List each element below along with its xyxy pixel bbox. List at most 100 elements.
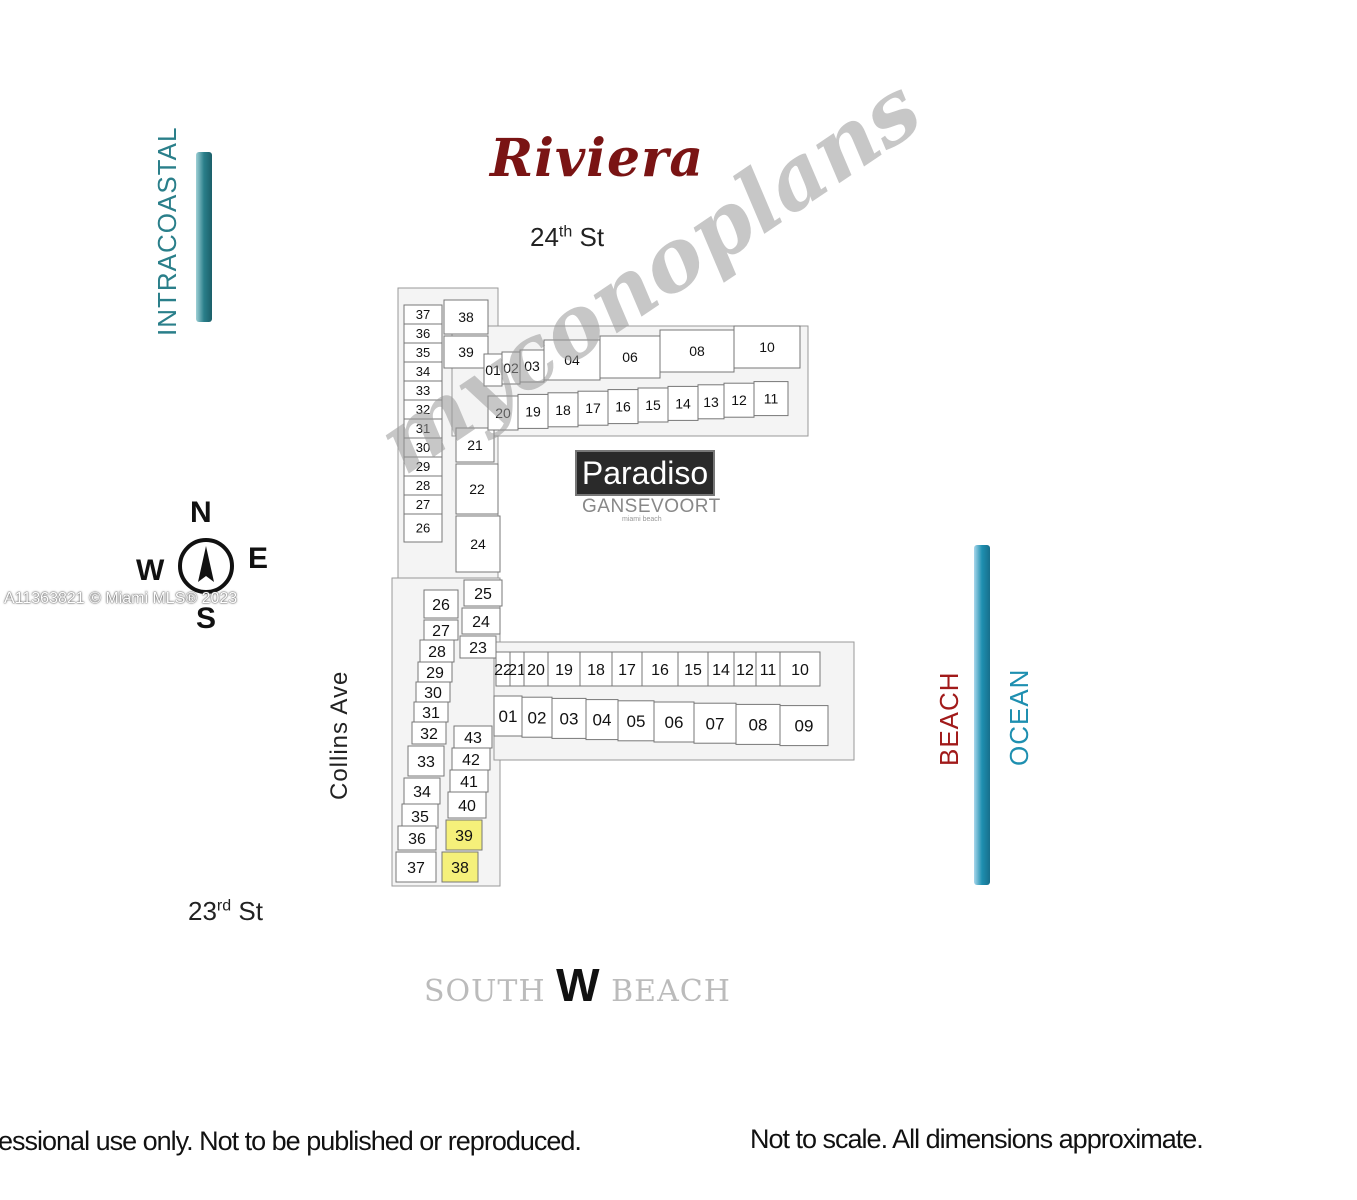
unit-north-outer-36: 36 bbox=[403, 323, 443, 344]
unit-south-inner-24: 24 bbox=[461, 607, 501, 635]
unit-south-inner-38: 38 bbox=[441, 851, 479, 883]
svg-text:29: 29 bbox=[416, 459, 430, 474]
unit-south-top-21: 21 bbox=[508, 651, 526, 687]
unit-north-bottom-13: 13 bbox=[697, 384, 725, 420]
south-w-beach-logo: SOUTH W BEACH bbox=[424, 958, 731, 1012]
svg-text:24: 24 bbox=[470, 536, 486, 552]
svg-text:20: 20 bbox=[527, 662, 545, 679]
svg-text:10: 10 bbox=[759, 339, 775, 355]
unit-south-bottom-07: 07 bbox=[693, 702, 737, 744]
unit-north-top-02: 02 bbox=[501, 351, 521, 385]
svg-text:22: 22 bbox=[494, 662, 512, 679]
svg-text:14: 14 bbox=[675, 395, 691, 411]
svg-text:34: 34 bbox=[416, 364, 430, 379]
unit-south-outer-32: 32 bbox=[411, 721, 447, 745]
svg-text:36: 36 bbox=[408, 831, 426, 848]
svg-text:32: 32 bbox=[420, 726, 438, 743]
unit-south-bottom-01: 01 bbox=[493, 695, 523, 737]
unit-south-bottom-03: 03 bbox=[551, 697, 587, 739]
unit-south-outer-28: 28 bbox=[419, 639, 455, 663]
unit-south-top-16: 16 bbox=[641, 651, 679, 687]
gansevoort-logo: GANSEVOORT bbox=[582, 496, 721, 517]
svg-text:02: 02 bbox=[503, 360, 519, 376]
svg-text:30: 30 bbox=[416, 440, 430, 455]
miami-beach-text: miami beach bbox=[622, 516, 662, 523]
unit-north-outer-26: 26 bbox=[403, 513, 443, 543]
unit-north-outer-34: 34 bbox=[403, 361, 443, 382]
unit-south-top-10: 10 bbox=[779, 651, 821, 687]
svg-text:28: 28 bbox=[416, 478, 430, 493]
svg-text:38: 38 bbox=[451, 860, 469, 877]
unit-south-top-18: 18 bbox=[579, 651, 613, 687]
svg-text:18: 18 bbox=[587, 662, 605, 679]
svg-text:33: 33 bbox=[417, 754, 435, 771]
unit-north-outer-35: 35 bbox=[403, 342, 443, 363]
unit-north-inner-38: 38 bbox=[443, 299, 489, 335]
compass-n: N bbox=[190, 496, 212, 529]
footer-disclaimer-right: Not to scale. All dimensions approximate… bbox=[750, 1124, 1204, 1154]
svg-text:43: 43 bbox=[464, 730, 482, 747]
svg-text:37: 37 bbox=[416, 307, 430, 322]
unit-south-top-22: 22 bbox=[494, 651, 512, 687]
unit-north-inner-24: 24 bbox=[455, 515, 501, 573]
svg-text:08: 08 bbox=[689, 343, 705, 359]
svg-text:23: 23 bbox=[469, 640, 487, 657]
swb-beach: BEACH bbox=[611, 974, 731, 1009]
unit-south-inner-39: 39 bbox=[445, 819, 483, 851]
unit-south-inner-40: 40 bbox=[447, 791, 487, 819]
svg-text:06: 06 bbox=[665, 713, 684, 732]
svg-text:04: 04 bbox=[593, 711, 612, 730]
street-23rd-suffix: St bbox=[231, 896, 263, 926]
building-title: Riviera bbox=[490, 128, 705, 189]
svg-text:01: 01 bbox=[499, 707, 518, 726]
swb-south: SOUTH bbox=[424, 974, 546, 1009]
swb-w: W bbox=[556, 959, 601, 1011]
svg-text:14: 14 bbox=[712, 662, 730, 679]
unit-south-top-12: 12 bbox=[733, 651, 757, 687]
svg-text:40: 40 bbox=[458, 798, 476, 815]
svg-text:15: 15 bbox=[645, 397, 661, 413]
unit-north-bottom-16: 16 bbox=[607, 389, 639, 425]
unit-north-bottom-18: 18 bbox=[547, 392, 579, 428]
street-24th: 24th St bbox=[530, 222, 604, 253]
unit-south-outer-34: 34 bbox=[403, 777, 441, 805]
unit-south-outer-26: 26 bbox=[423, 589, 459, 619]
svg-text:05: 05 bbox=[627, 712, 646, 731]
unit-south-inner-25: 25 bbox=[463, 579, 503, 607]
unit-south-outer-30: 30 bbox=[415, 681, 451, 703]
svg-text:32: 32 bbox=[416, 402, 430, 417]
unit-south-bottom-09: 09 bbox=[779, 705, 829, 747]
unit-north-outer-31: 31 bbox=[403, 418, 443, 439]
ocean-bar bbox=[974, 545, 990, 885]
svg-text:13: 13 bbox=[703, 394, 719, 410]
unit-north-bottom-14: 14 bbox=[667, 385, 699, 421]
svg-text:31: 31 bbox=[422, 705, 440, 722]
svg-text:37: 37 bbox=[407, 860, 425, 877]
unit-south-top-15: 15 bbox=[677, 651, 709, 687]
unit-north-outer-37: 37 bbox=[403, 304, 443, 325]
compass-rose-icon bbox=[178, 538, 234, 594]
unit-south-bottom-04: 04 bbox=[585, 699, 619, 741]
unit-south-bottom-06: 06 bbox=[653, 701, 695, 743]
unit-south-outer-37: 37 bbox=[395, 851, 437, 883]
svg-text:12: 12 bbox=[731, 392, 747, 408]
svg-text:33: 33 bbox=[416, 383, 430, 398]
svg-text:18: 18 bbox=[555, 402, 571, 418]
svg-text:07: 07 bbox=[706, 714, 725, 733]
unit-south-top-20: 20 bbox=[523, 651, 549, 687]
compass: N S E W bbox=[130, 496, 280, 636]
svg-text:26: 26 bbox=[416, 521, 430, 536]
street-24th-num: 24 bbox=[530, 222, 559, 252]
svg-text:16: 16 bbox=[651, 662, 669, 679]
unit-south-inner-23: 23 bbox=[459, 635, 497, 659]
svg-text:10: 10 bbox=[791, 662, 809, 679]
svg-text:35: 35 bbox=[411, 809, 429, 826]
mls-watermark: A11363821 © Miami MLS® 2023 bbox=[4, 590, 238, 607]
svg-text:42: 42 bbox=[462, 752, 480, 769]
street-23rd: 23rd St bbox=[188, 896, 263, 927]
unit-north-outer-27: 27 bbox=[403, 494, 443, 515]
street-23rd-sup: rd bbox=[216, 897, 232, 915]
svg-text:09: 09 bbox=[795, 717, 814, 736]
unit-south-outer-29: 29 bbox=[417, 661, 453, 683]
svg-text:04: 04 bbox=[564, 352, 580, 368]
